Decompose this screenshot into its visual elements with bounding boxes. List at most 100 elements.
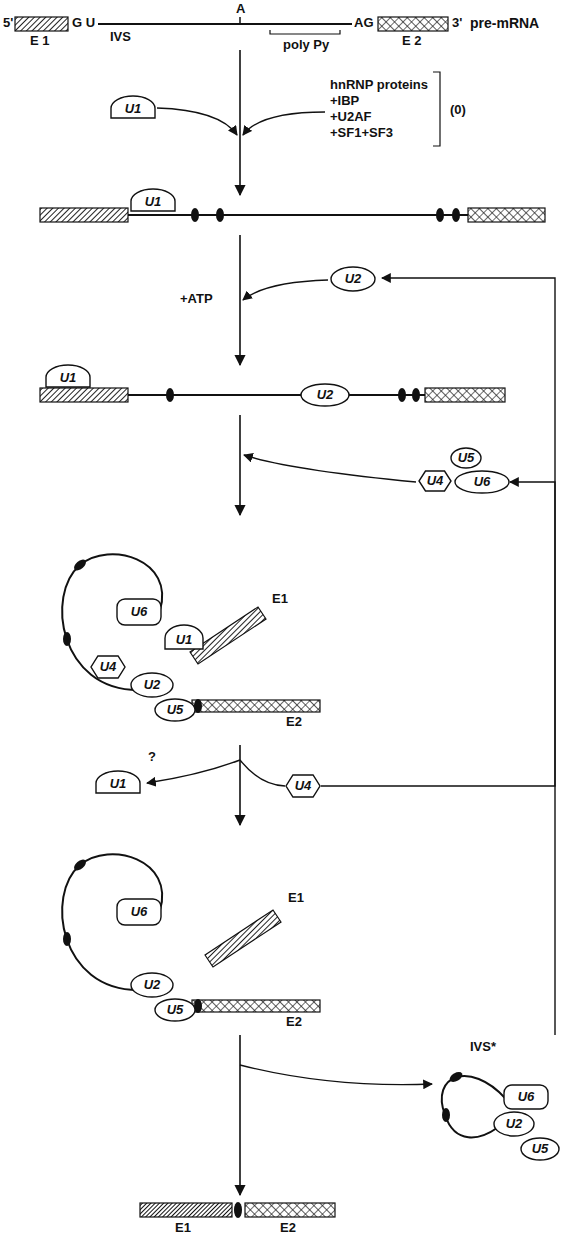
bound-protein — [166, 388, 174, 402]
figure-label: pre-mRNA — [470, 15, 539, 31]
particle-outline — [46, 365, 90, 387]
bound-protein — [216, 208, 224, 222]
snrnp-particle: U5 — [154, 698, 196, 722]
flow-arrow — [239, 415, 241, 515]
figure-label: IVS — [110, 30, 131, 45]
figure-label: 5' — [3, 16, 13, 31]
exon-1 — [140, 1203, 232, 1217]
figure-label: +SF1+SF3 — [330, 126, 393, 141]
figure-label: poly Py — [283, 38, 329, 53]
particle-text: U5 — [167, 703, 184, 718]
bound-protein — [191, 208, 199, 222]
particle-outline — [131, 973, 173, 997]
snrnp-label: U4 — [295, 779, 312, 794]
bound-protein — [63, 932, 71, 946]
snrnp-particle: U6 — [116, 598, 162, 626]
particle-text: U2 — [506, 1117, 523, 1132]
figure-label: E 1 — [30, 34, 50, 49]
intron-line — [128, 214, 468, 216]
particle-text: U4 — [295, 779, 312, 794]
bound-protein — [448, 1070, 464, 1084]
input-arrow — [244, 455, 416, 482]
bound-protein — [63, 632, 71, 646]
release-arrow — [147, 760, 240, 783]
figure-label: E2 — [286, 715, 302, 730]
input-arrow — [157, 108, 237, 135]
particle-outline — [131, 189, 175, 211]
flow-arrow — [239, 745, 241, 825]
figure-label: G U — [72, 16, 95, 31]
particle-text: U6 — [131, 905, 148, 920]
intron-lariat — [62, 554, 162, 690]
snrnp-label: U2 — [144, 678, 161, 693]
snrnp-particle: U4 — [285, 774, 321, 798]
particle-outline — [455, 471, 509, 493]
figure-label: +IBP — [330, 94, 359, 109]
input-arrow — [243, 280, 328, 300]
flow-arrow — [239, 1035, 241, 1195]
flow-arrow — [239, 50, 241, 195]
bound-protein — [72, 857, 88, 872]
particle-text: U1 — [145, 195, 162, 210]
snrnp-label: U5 — [458, 451, 475, 466]
release-arrow — [240, 1065, 432, 1085]
snrnp-label: U2 — [506, 1117, 523, 1132]
particle-text: U2 — [144, 678, 161, 693]
exon-2 — [468, 208, 545, 222]
figure-label: 3' — [452, 16, 462, 31]
snrnp-particle: U2 — [493, 1111, 535, 1137]
bound-protein — [234, 1202, 242, 1218]
snrnp-label: U1 — [176, 633, 193, 648]
snrnp-particle: U1 — [164, 624, 204, 650]
particle-outline — [494, 1112, 534, 1136]
bound-protein — [72, 557, 88, 572]
exon-2 — [425, 388, 505, 402]
figure-label: hnRNP proteins — [330, 78, 428, 93]
exon-2 — [192, 700, 320, 712]
intron-lariat — [62, 854, 162, 990]
snrnp-label: U1 — [125, 102, 142, 117]
particle-outline — [331, 267, 375, 291]
recycling-line — [382, 278, 555, 1035]
snrnp-particle: U5 — [154, 998, 196, 1022]
particle-text: U4 — [100, 660, 117, 675]
snrnp-label: U6 — [131, 905, 148, 920]
particle-outline — [111, 96, 155, 118]
particle-outline — [131, 673, 173, 697]
snrnp-label: U1 — [110, 777, 127, 792]
particle-outline — [165, 625, 203, 649]
figure-label: +ATP — [180, 292, 213, 307]
snrnp-label: U1 — [60, 371, 77, 386]
figure-label: +U2AF — [330, 110, 372, 125]
particle-outline — [155, 999, 195, 1021]
snrnp-label: U5 — [167, 1003, 184, 1018]
snrnp-label: U2 — [144, 978, 161, 993]
figure-label: E1 — [288, 891, 304, 906]
particle-text: U2 — [345, 272, 362, 287]
branch-tick — [239, 17, 241, 24]
particle-outline — [301, 384, 349, 406]
figure-label: IVS* — [470, 1040, 496, 1055]
recycling-arrow — [321, 482, 555, 786]
snrnp-particle: U5 — [520, 1137, 560, 1161]
snrnp-particle: U2 — [130, 972, 174, 998]
particle-text: U6 — [474, 475, 491, 490]
snrnp-particle: U4 — [90, 655, 126, 679]
particle-outline — [521, 1138, 559, 1160]
snrnp-particle: U2 — [330, 266, 376, 292]
particle-outline — [155, 699, 195, 721]
snrnp-particle: U2 — [300, 383, 350, 407]
particle-text: U4 — [427, 474, 444, 489]
snrnp-label: U5 — [532, 1142, 549, 1157]
particle-text: U1 — [60, 371, 77, 386]
particle-outline — [117, 599, 161, 625]
exon-1 — [15, 17, 68, 31]
snrnp-particle: U2 — [130, 672, 174, 698]
figure-label: E1 — [272, 592, 288, 607]
particle-outline — [117, 899, 161, 925]
figure-label: (0) — [450, 103, 466, 118]
exon-2 — [378, 17, 448, 31]
figure-label: AG — [354, 16, 374, 31]
